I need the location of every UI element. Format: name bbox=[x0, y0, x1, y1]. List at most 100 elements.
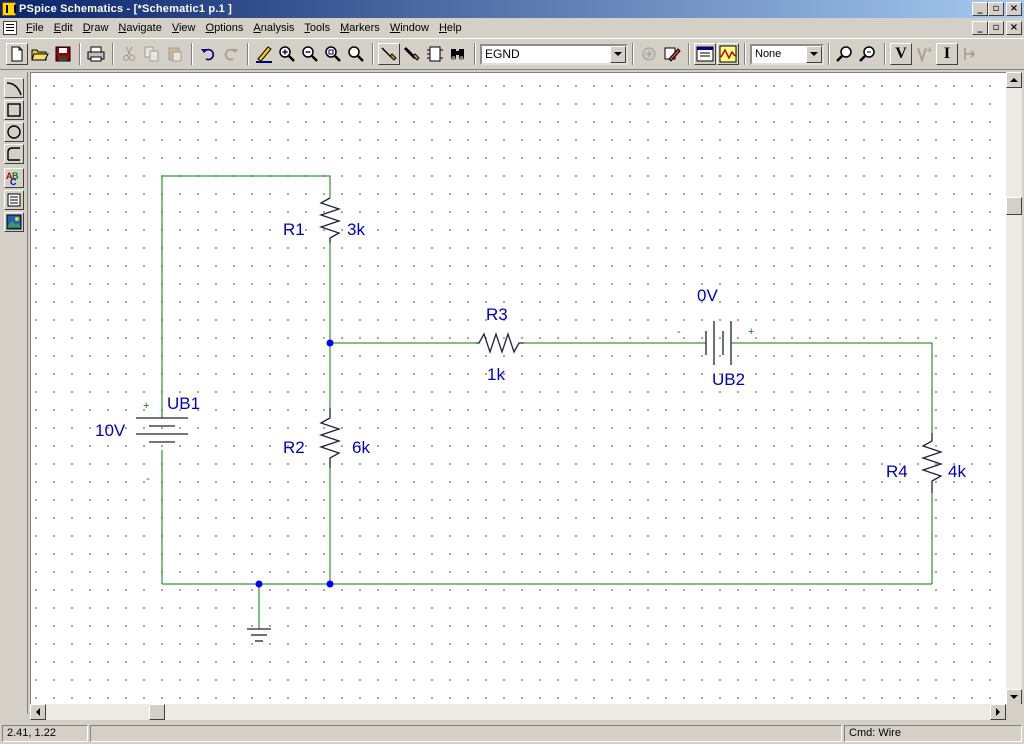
save-button[interactable] bbox=[52, 43, 74, 65]
r1-name-label[interactable]: R1 bbox=[283, 220, 305, 239]
copy-button[interactable] bbox=[141, 43, 163, 65]
resistor-r4-symbol[interactable] bbox=[920, 433, 944, 493]
undo-button[interactable] bbox=[197, 43, 219, 65]
doc-close-button[interactable]: × bbox=[1006, 21, 1022, 35]
edit-symbol-button[interactable] bbox=[661, 43, 683, 65]
probe-search-button[interactable] bbox=[834, 43, 856, 65]
draw-polyline-button[interactable] bbox=[4, 144, 24, 164]
print-button[interactable] bbox=[85, 43, 107, 65]
menu-options[interactable]: Options bbox=[205, 22, 244, 34]
ub1-value-label[interactable]: 10V bbox=[95, 421, 126, 440]
ub2-name-label[interactable]: UB2 bbox=[712, 370, 745, 389]
draw-circle-button[interactable] bbox=[4, 122, 24, 142]
schematic-canvas[interactable]: R1 3k R2 6k R3 1k R4 4k UB1 10V UB2 0V +… bbox=[30, 72, 1006, 705]
draw-arc-button[interactable] bbox=[4, 78, 24, 98]
battery-ub1-symbol[interactable] bbox=[136, 417, 188, 443]
minimize-button[interactable]: _ bbox=[972, 2, 988, 16]
setup-analysis-button[interactable] bbox=[694, 43, 716, 65]
new-file-button[interactable] bbox=[6, 43, 28, 65]
menu-draw[interactable]: Draw bbox=[82, 22, 109, 34]
voltage-diff-marker-button[interactable] bbox=[913, 43, 935, 65]
resistor-r1-symbol[interactable] bbox=[318, 197, 342, 243]
r3-name-label[interactable]: R3 bbox=[486, 305, 508, 324]
circle-icon bbox=[7, 125, 21, 139]
junction-dot bbox=[326, 580, 334, 588]
r2-value-label[interactable]: 6k bbox=[352, 438, 370, 457]
menu-edit[interactable]: Edit bbox=[53, 22, 73, 34]
draw-block-button[interactable] bbox=[424, 43, 446, 65]
r1-value-label[interactable]: 3k bbox=[347, 220, 365, 239]
scroll-down-button[interactable] bbox=[1006, 689, 1022, 705]
part-name-value: EGND bbox=[485, 47, 520, 61]
draw-wire-button[interactable] bbox=[378, 43, 400, 65]
current-marker-button[interactable]: I bbox=[936, 43, 958, 65]
scroll-right-button[interactable] bbox=[990, 704, 1006, 720]
probe-zoom-button[interactable] bbox=[857, 43, 879, 65]
menu-navigate[interactable]: Navigate bbox=[118, 22, 162, 34]
menu-file[interactable]: File bbox=[26, 22, 44, 34]
redraw-pencil-icon bbox=[256, 46, 272, 63]
wire-ub2-to-right[interactable] bbox=[737, 342, 933, 433]
part-combo-dropdown-icon[interactable] bbox=[610, 45, 626, 63]
menu-window[interactable]: Window bbox=[389, 22, 429, 34]
menu-view[interactable]: View bbox=[171, 22, 196, 34]
horizontal-scroll-thumb[interactable] bbox=[149, 704, 165, 720]
svg-text:B: B bbox=[12, 171, 19, 181]
menu-markers[interactable]: Markers bbox=[340, 22, 380, 34]
scroll-up-button[interactable] bbox=[1006, 72, 1022, 88]
r4-value-label[interactable]: 4k bbox=[948, 462, 966, 481]
horizontal-scrollbar[interactable] bbox=[30, 704, 1006, 720]
vertical-scroll-thumb[interactable] bbox=[1006, 197, 1022, 215]
power-marker-icon bbox=[964, 48, 976, 60]
power-marker-button[interactable] bbox=[959, 43, 981, 65]
doc-restore-button[interactable]: ▫ bbox=[988, 21, 1004, 35]
document-icon[interactable] bbox=[3, 21, 17, 35]
zoom-area-button[interactable] bbox=[322, 43, 344, 65]
markers-combo[interactable]: None bbox=[750, 43, 824, 65]
ground-symbol[interactable] bbox=[247, 628, 271, 642]
markers-combo-dropdown-icon[interactable] bbox=[806, 45, 822, 63]
zoom-out-button[interactable] bbox=[299, 43, 321, 65]
redraw-button[interactable] bbox=[253, 43, 275, 65]
menu-tools[interactable]: Tools bbox=[304, 22, 331, 34]
zoom-fit-button[interactable] bbox=[345, 43, 367, 65]
insert-picture-button[interactable] bbox=[4, 212, 24, 232]
r4-name-label[interactable]: R4 bbox=[886, 462, 908, 481]
resistor-r2-symbol[interactable] bbox=[318, 408, 342, 468]
resistor-r3-symbol[interactable] bbox=[476, 331, 524, 355]
svg-text:C: C bbox=[10, 177, 17, 186]
zoom-fit-icon bbox=[348, 46, 364, 62]
paste-button[interactable] bbox=[164, 43, 186, 65]
wire-top-left[interactable] bbox=[162, 175, 331, 198]
redo-arrow-icon bbox=[224, 48, 238, 61]
get-part-button[interactable] bbox=[447, 43, 469, 65]
simulate-button[interactable] bbox=[717, 43, 739, 65]
place-textbox-button[interactable] bbox=[4, 190, 24, 210]
close-button[interactable]: × bbox=[1006, 2, 1022, 16]
zoom-out-icon bbox=[302, 46, 318, 62]
draw-box-button[interactable] bbox=[4, 100, 24, 120]
menu-help[interactable]: Help bbox=[438, 22, 462, 34]
zoom-in-button[interactable] bbox=[276, 43, 298, 65]
menu-analysis[interactable]: Analysis bbox=[253, 22, 295, 34]
r2-name-label[interactable]: R2 bbox=[283, 438, 305, 457]
edit-attributes-button[interactable] bbox=[638, 43, 660, 65]
status-command: Cmd: Wire bbox=[844, 725, 1022, 742]
scroll-left-button[interactable] bbox=[30, 704, 46, 720]
part-name-combo[interactable]: EGND bbox=[480, 43, 628, 65]
draw-bus-button[interactable] bbox=[401, 43, 423, 65]
vertical-scrollbar[interactable] bbox=[1006, 72, 1022, 705]
r3-value-label[interactable]: 1k bbox=[487, 365, 505, 384]
cut-button[interactable] bbox=[118, 43, 140, 65]
ub1-name-label[interactable]: UB1 bbox=[167, 394, 200, 413]
redo-button[interactable] bbox=[220, 43, 242, 65]
open-file-button[interactable] bbox=[29, 43, 51, 65]
doc-minimize-button[interactable]: _ bbox=[972, 21, 988, 35]
ub2-value-label[interactable]: 0V bbox=[697, 286, 718, 305]
maximize-button[interactable]: ▫ bbox=[988, 2, 1004, 16]
battery-ub2-symbol[interactable] bbox=[705, 321, 737, 365]
block-icon bbox=[427, 46, 443, 62]
voltage-marker-button[interactable]: V bbox=[890, 43, 912, 65]
